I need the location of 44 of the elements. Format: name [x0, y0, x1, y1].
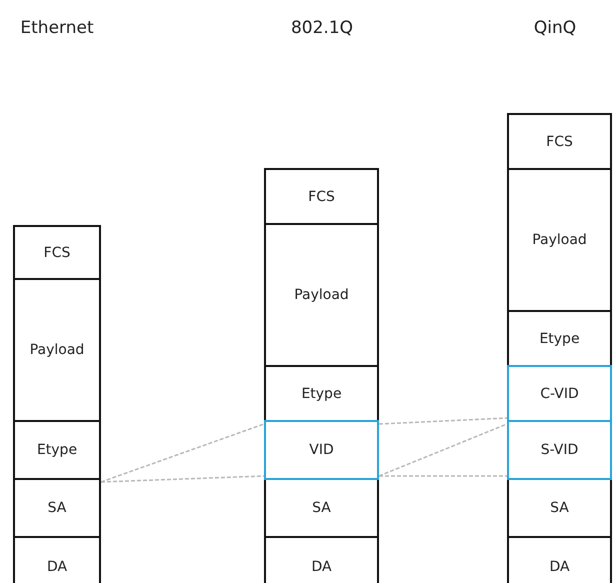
- guide-line: [379, 475, 507, 477]
- guide-line: [100, 475, 264, 483]
- field-name: SA: [550, 500, 569, 516]
- field-name: FCS: [44, 244, 70, 260]
- guide-line: [100, 423, 264, 483]
- field-name: SA: [312, 500, 331, 516]
- column-heading: 802.1Q: [290, 18, 354, 38]
- guide-line: [378, 423, 508, 477]
- frame-field: [264, 478, 379, 538]
- column-heading: QinQ: [534, 18, 576, 38]
- field-name: DA: [549, 559, 570, 575]
- field-name: Etype: [301, 386, 342, 402]
- frame-field: [264, 365, 379, 422]
- field-name: C-VID: [540, 386, 579, 402]
- frame-field: [507, 420, 612, 480]
- frame-field: [264, 223, 379, 367]
- frame-field: [507, 365, 612, 422]
- frame-field: [507, 113, 612, 170]
- frame-field: [507, 168, 612, 312]
- field-name: S-VID: [540, 442, 578, 458]
- guide-line: [378, 417, 508, 425]
- frame-field: [507, 478, 612, 538]
- frame-field: [264, 536, 379, 583]
- field-name: VID: [309, 442, 334, 458]
- field-name: Etype: [36, 442, 78, 458]
- field-name: FCS: [308, 188, 335, 204]
- field-name: FCS: [546, 134, 573, 150]
- frame-field: [264, 420, 379, 480]
- frame-field: [13, 278, 101, 422]
- column-heading: Ethernet: [20, 18, 94, 38]
- field-name: Etype: [539, 330, 580, 346]
- field-name: DA: [311, 559, 332, 575]
- frame-field: [13, 478, 101, 538]
- frame-field: [264, 168, 379, 225]
- frame-field: [13, 225, 101, 280]
- field-name: Payload: [532, 232, 587, 248]
- frame-field: [13, 420, 101, 480]
- frame-field: [507, 310, 612, 367]
- frame-field: [13, 536, 101, 583]
- field-name: Payload: [294, 287, 349, 303]
- field-name: Payload: [30, 342, 84, 358]
- field-name: SA: [48, 500, 66, 516]
- field-name: DA: [46, 559, 68, 575]
- frame-field: [507, 536, 612, 583]
